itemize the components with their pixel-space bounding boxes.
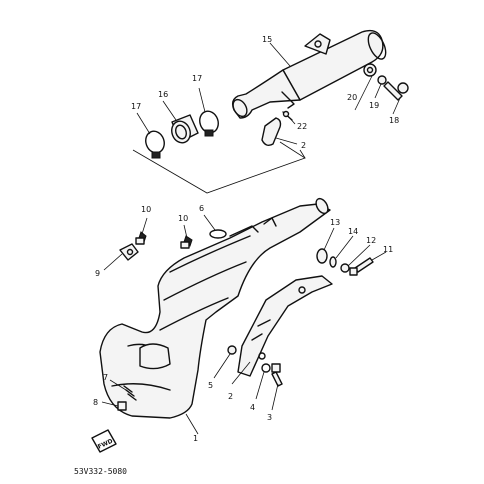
washer-4	[261, 363, 271, 373]
callout-19: 19	[369, 101, 379, 110]
callout-17-left: 17	[131, 102, 141, 111]
collar-12	[340, 263, 350, 273]
callout-9: 9	[95, 269, 100, 278]
callout-16: 16	[158, 90, 168, 99]
gasket-6	[209, 229, 227, 239]
washer-14	[329, 256, 337, 268]
washer-19	[377, 75, 387, 85]
callout-10-right: 10	[178, 214, 188, 223]
callout-7: 7	[103, 373, 108, 382]
bolt-10-right	[180, 235, 193, 249]
callout-4: 4	[250, 403, 255, 412]
joint-pipe	[261, 117, 282, 147]
heat-protector	[237, 275, 333, 377]
callout-13: 13	[330, 218, 340, 227]
callout-2-upper: 2	[301, 141, 306, 150]
callout-1: 1	[193, 434, 198, 443]
group-frame-link	[299, 149, 306, 159]
callout-3: 3	[267, 413, 272, 422]
clamp-left	[145, 130, 165, 159]
leader-lines	[101, 42, 401, 435]
callout-14: 14	[348, 227, 358, 236]
callout-12: 12	[366, 236, 376, 245]
silencer	[231, 29, 387, 119]
collar-20	[363, 63, 377, 77]
silencer-bolt-18	[383, 81, 409, 101]
callout-8: 8	[93, 398, 98, 407]
callout-17-right: 17	[192, 74, 202, 83]
joint-rubber	[171, 114, 199, 144]
callout-6: 6	[199, 204, 204, 213]
nut-8	[117, 401, 127, 411]
bracket-9	[119, 243, 139, 261]
callout-18: 18	[389, 116, 399, 125]
bolt-11	[349, 257, 374, 276]
callout-2: 2	[228, 392, 233, 401]
group-frame-lines	[132, 141, 306, 194]
callout-20: 20	[347, 93, 357, 102]
callout-5: 5	[208, 381, 213, 390]
spring-7	[123, 385, 137, 401]
callout-15: 15	[262, 35, 272, 44]
bolt-3	[271, 363, 283, 387]
callout-11: 11	[383, 245, 393, 254]
collar-5	[227, 345, 237, 355]
callout-22: 22	[297, 122, 307, 131]
fwd-badge: FWD	[91, 429, 117, 453]
callout-10-left: 10	[141, 205, 151, 214]
damper-13	[316, 248, 328, 264]
bolt-10-left	[135, 231, 147, 245]
drawing-code: 53V332-5080	[74, 467, 127, 476]
clamp-right	[199, 110, 219, 137]
